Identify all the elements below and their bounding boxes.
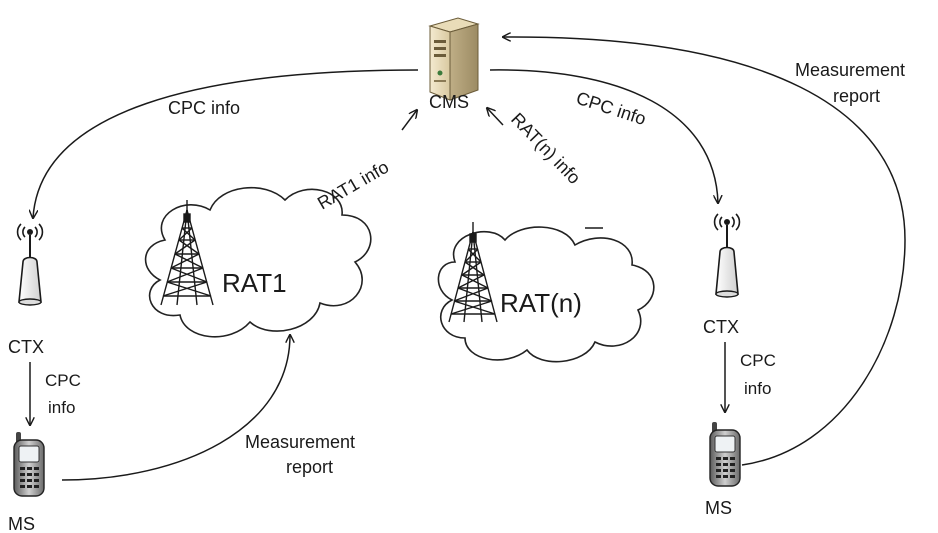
- server-icon: [428, 17, 480, 101]
- edge-label-rat1-info: RAT1 info: [314, 157, 392, 214]
- node-label-ms-right: MS: [705, 498, 732, 518]
- cloud-rat1: [144, 186, 372, 338]
- node-label-cms: CMS: [429, 92, 469, 112]
- edge-ms-right-to-cms: [503, 37, 906, 466]
- antenna-icon: [16, 223, 44, 306]
- edge-rat1-to-cms-tail: [401, 110, 417, 131]
- edge-label-meas-left-1: Measurement: [245, 432, 355, 452]
- edge-ms-left-to-rat1: [61, 335, 290, 481]
- node-label-ratn: RAT(n): [500, 288, 582, 318]
- cell-tower-icon: [448, 222, 498, 323]
- mobile-phone-icon: [13, 432, 45, 497]
- cloud-ratn: [437, 226, 655, 363]
- edge-label-ratn-info: RAT(n) info: [507, 109, 584, 188]
- node-label-rat1: RAT1: [222, 268, 287, 298]
- node-label-ms-left: MS: [8, 514, 35, 533]
- node-label-ctx-right: CTX: [703, 317, 739, 337]
- edge-label-ctx-ms-left-2: info: [48, 398, 75, 417]
- edge-label-ctx-ms-left-1: CPC: [45, 371, 81, 390]
- edge-label-meas-left-2: report: [286, 457, 333, 477]
- edge-label-ctx-ms-right-1: CPC: [740, 351, 776, 370]
- edge-label-meas-right-2: report: [833, 86, 880, 106]
- mobile-phone-icon: [709, 422, 741, 487]
- edge-ratn-to-cms-head: [487, 108, 504, 126]
- edge-label-meas-right-1: Measurement: [795, 60, 905, 80]
- edge-cms-to-ctx-right: [489, 69, 718, 203]
- antenna-icon: [713, 213, 741, 298]
- edge-cms-to-ctx-left: [33, 69, 419, 218]
- edge-label-cpc-left: CPC info: [168, 98, 240, 118]
- node-label-ctx-left: CTX: [8, 337, 44, 357]
- edge-label-ctx-ms-right-2: info: [744, 379, 771, 398]
- cell-tower-icon: [160, 200, 214, 306]
